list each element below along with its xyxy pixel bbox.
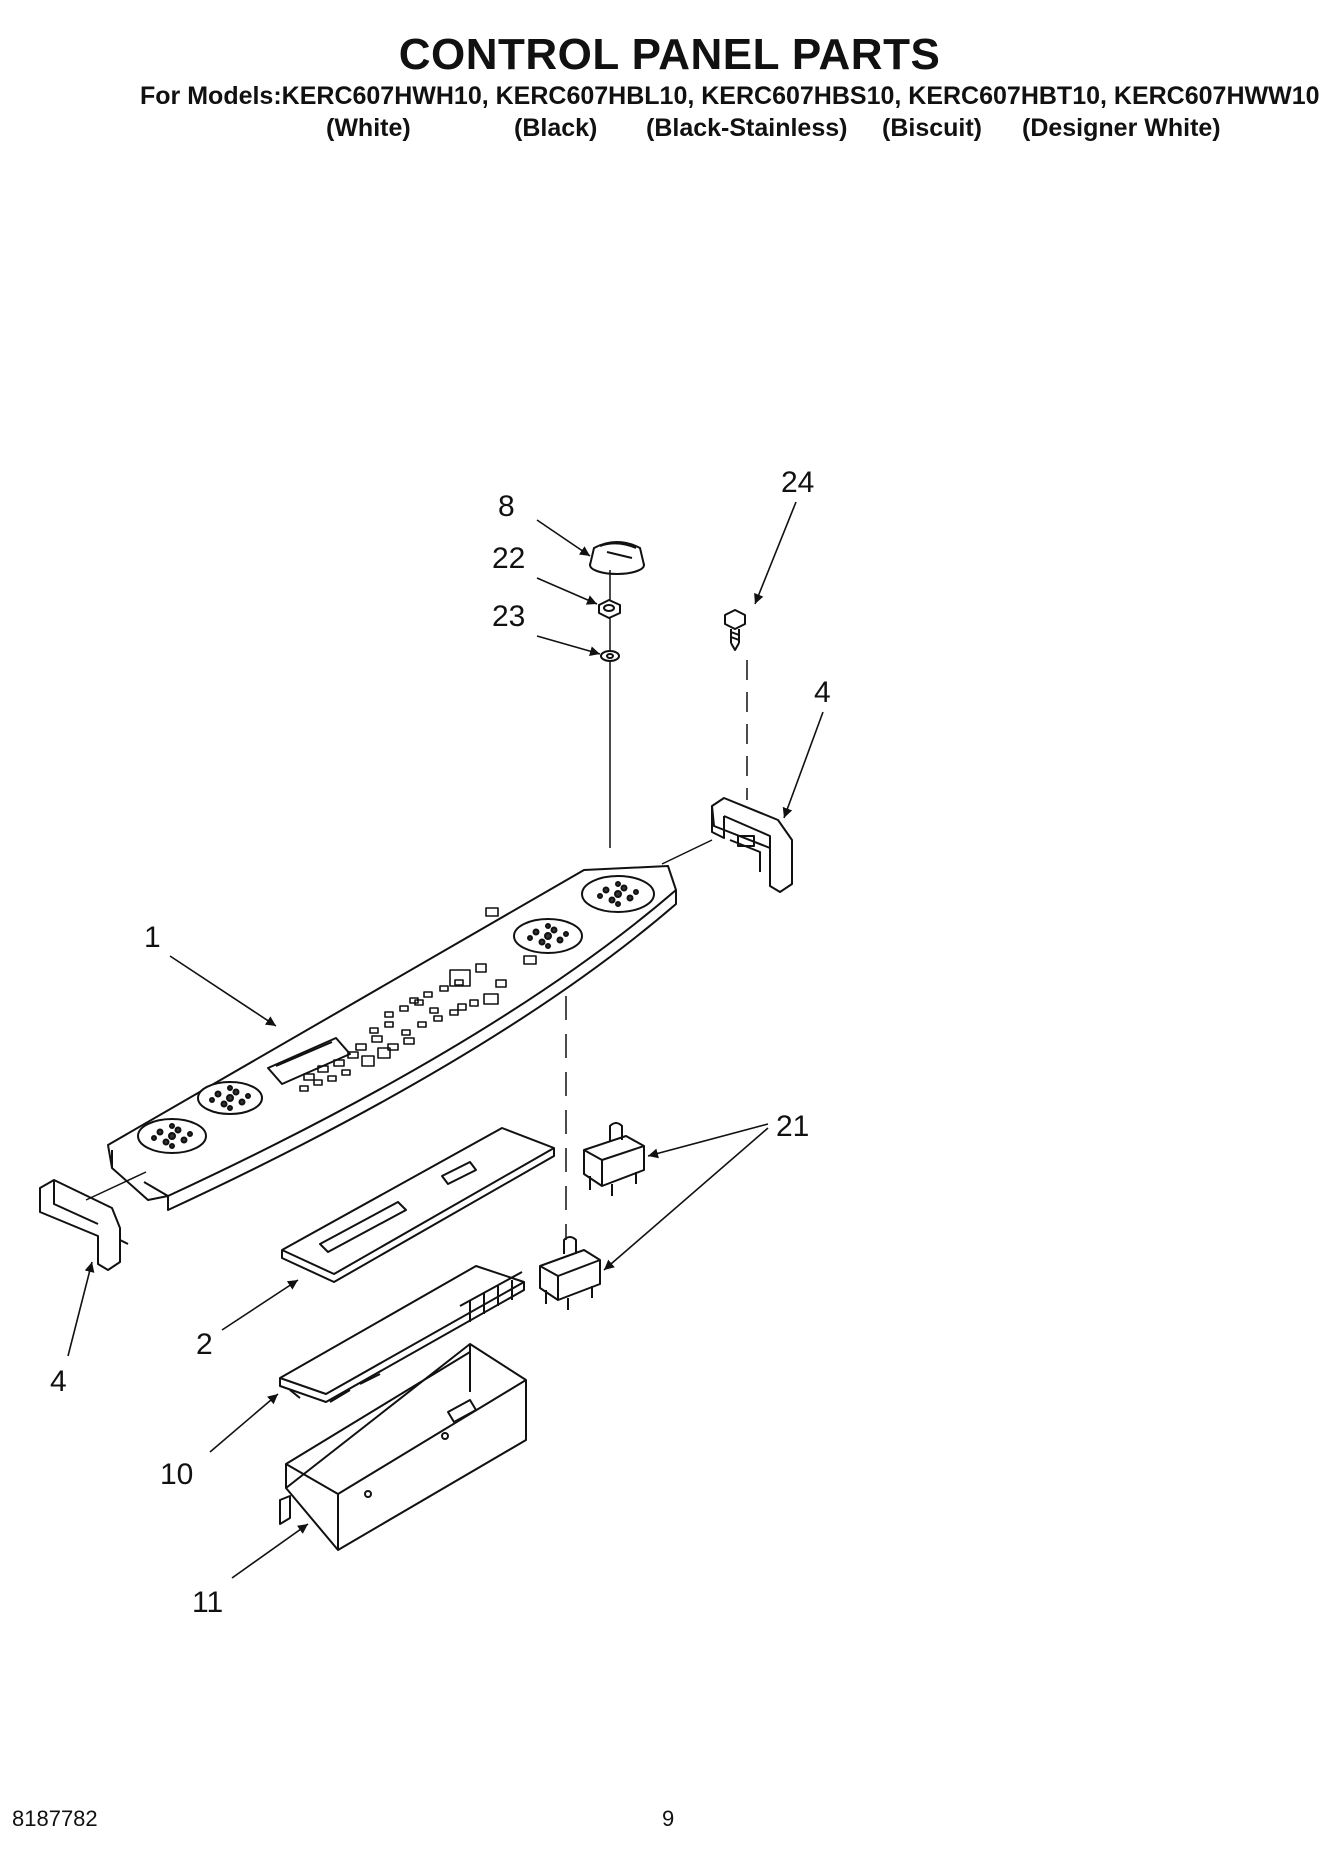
callout-11: 11 [192,1586,223,1619]
screw-part [724,609,746,651]
callout-23: 23 [492,600,525,633]
page-number: 9 [662,1806,675,1831]
page-title: CONTROL PANEL PARTS [398,30,941,79]
color-black: (Black) [514,114,598,142]
callout-1: 1 [144,921,161,954]
callout-2: 2 [196,1328,213,1361]
document-number: 8187782 [12,1806,98,1831]
callout-4-left: 4 [50,1365,67,1398]
callout-22: 22 [492,542,525,575]
control-knob-part [589,541,645,575]
models-line: For Models:KERC607HWH10, KERC607HBL10, K… [140,82,1320,110]
infinite-switch-lower-part [539,1236,601,1310]
callout-4-right: 4 [814,676,831,709]
control-board-box-part [279,1343,527,1551]
overlay-part [281,1127,555,1283]
callout-10: 10 [160,1458,193,1491]
washer-part [600,650,620,662]
nut-part [598,599,621,619]
console-panel-part [107,865,677,1211]
end-cap-left-part [39,1179,129,1271]
color-white: (White) [326,114,411,142]
infinite-switch-upper-part [583,1122,645,1196]
callout-21: 21 [776,1110,809,1143]
color-designer-white: (Designer White) [1022,114,1221,142]
end-cap-right-part [711,797,793,893]
callout-24: 24 [781,466,814,499]
control-board-part [279,1265,525,1403]
callout-8: 8 [498,490,515,523]
color-biscuit: (Biscuit) [882,114,982,142]
color-black-stainless: (Black-Stainless) [646,114,848,142]
